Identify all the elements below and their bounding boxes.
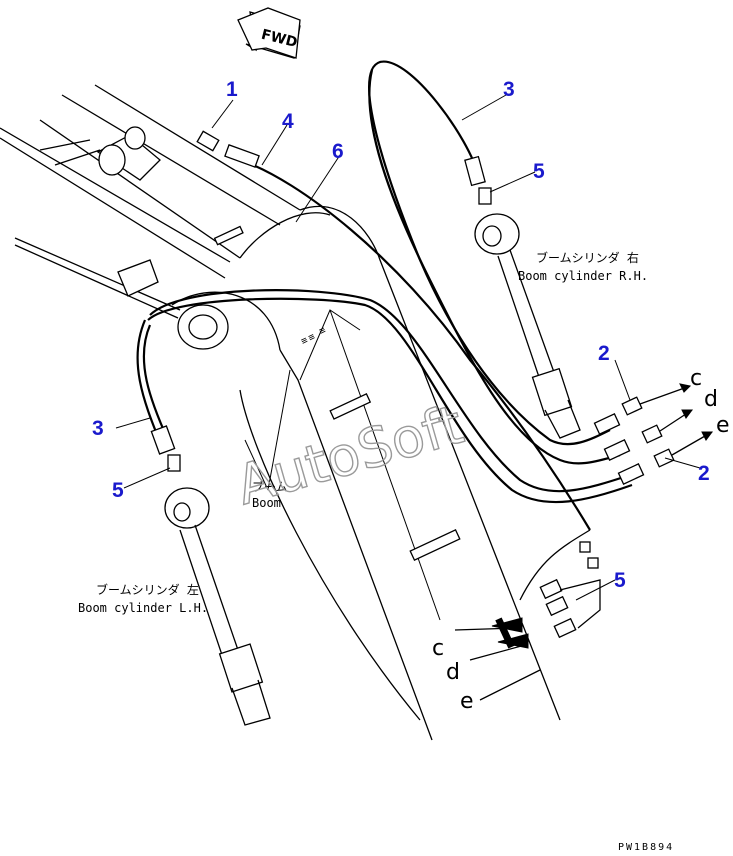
- port-arrows-left: [454, 617, 541, 701]
- boom-cylinder-lh: [164, 487, 271, 726]
- port-d-left: d: [446, 660, 460, 685]
- boom-cylinder-lh-label-en: Boom cylinder L.H.: [78, 601, 208, 615]
- leader-lines: [115, 94, 701, 601]
- callout-3-left: 3: [92, 417, 104, 440]
- boom-cylinder-rh-label-jp: ブームシリンダ 右: [536, 250, 639, 265]
- boom-cylinder-rh-label-en: Boom cylinder R.H.: [518, 269, 648, 283]
- boom-cylinder-rh: [474, 213, 581, 439]
- port-c-left: c: [432, 636, 444, 661]
- svg-text:≡≡: ≡≡: [299, 331, 318, 348]
- boom-label-jp: ブーム: [252, 479, 288, 494]
- callout-5-top: 1: [226, 78, 238, 101]
- boom-cylinder-lh-label-jp: ブームシリンダ 左: [96, 582, 199, 597]
- port-e-left: e: [460, 689, 474, 714]
- callout-4: 4: [282, 110, 294, 133]
- callout-5-left: 5: [112, 479, 124, 502]
- fittings: [167, 130, 492, 472]
- drawing-code: PW1B894: [618, 842, 674, 853]
- port-arrows-right: [639, 383, 713, 456]
- port-c-right: c: [690, 366, 702, 391]
- callout-2-bottom: 2: [698, 462, 710, 485]
- svg-text:≡: ≡: [317, 324, 329, 337]
- hoses: [136, 60, 645, 601]
- callout-6: 6: [332, 140, 344, 163]
- callout-2-top: 2: [598, 342, 610, 365]
- callout-1: 5: [614, 569, 626, 592]
- port-d-right: d: [704, 387, 718, 412]
- adapters: [621, 396, 675, 468]
- fwd-arrow-icon: FWD: [237, 7, 301, 59]
- callout-3-right: 3: [503, 78, 515, 101]
- callout-5-right: 5: [533, 160, 545, 183]
- boom-label-en: Boom: [252, 496, 281, 510]
- boom-body: ≡≡ ≡: [0, 84, 561, 741]
- port-e-right: e: [716, 413, 730, 438]
